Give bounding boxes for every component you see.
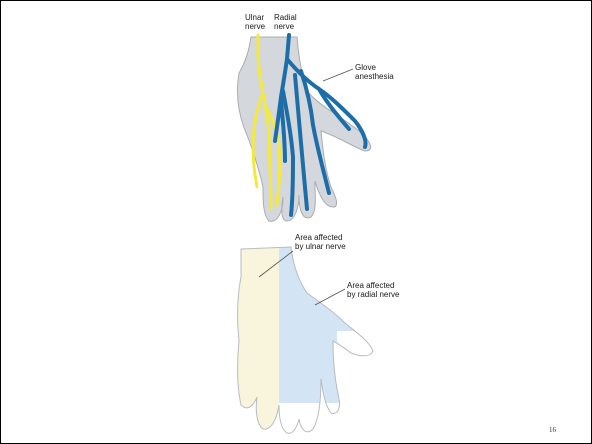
radial-area-label: Area affected by radial nerve xyxy=(347,281,399,299)
ulnar-nerve-label-line1: Ulnar xyxy=(245,13,265,22)
page-number: 16 xyxy=(549,426,556,434)
ulnar-nerve-label: Ulnar nerve xyxy=(245,13,265,31)
fingertip-unaffected xyxy=(279,403,339,443)
bottom-hand-areas xyxy=(231,241,379,443)
radial-area-label-line2: by radial nerve xyxy=(347,290,399,299)
ulnar-area-label: Area affected by ulnar nerve xyxy=(295,233,346,251)
ulnar-area-fill xyxy=(231,241,279,441)
glove-anesthesia-leader xyxy=(323,69,353,81)
radial-nerve-label-line1: Radial xyxy=(274,13,297,22)
glove-anesthesia-label-line1: Glove xyxy=(355,63,394,72)
glove-anesthesia-label-line2: anesthesia xyxy=(355,72,394,81)
ulnar-area-label-line2: by ulnar nerve xyxy=(295,242,346,251)
ulnar-nerve-label-line2: nerve xyxy=(245,22,265,31)
radial-area-leader xyxy=(315,289,345,305)
radial-nerve-label-line2: nerve xyxy=(274,22,297,31)
glove-anesthesia-label: Glove anesthesia xyxy=(355,63,394,81)
ulnar-area-label-line1: Area affected xyxy=(295,233,346,242)
thumb-tip-unaffected xyxy=(337,331,377,361)
radial-area-label-line1: Area affected xyxy=(347,281,399,290)
radial-nerve-label: Radial nerve xyxy=(274,13,297,31)
